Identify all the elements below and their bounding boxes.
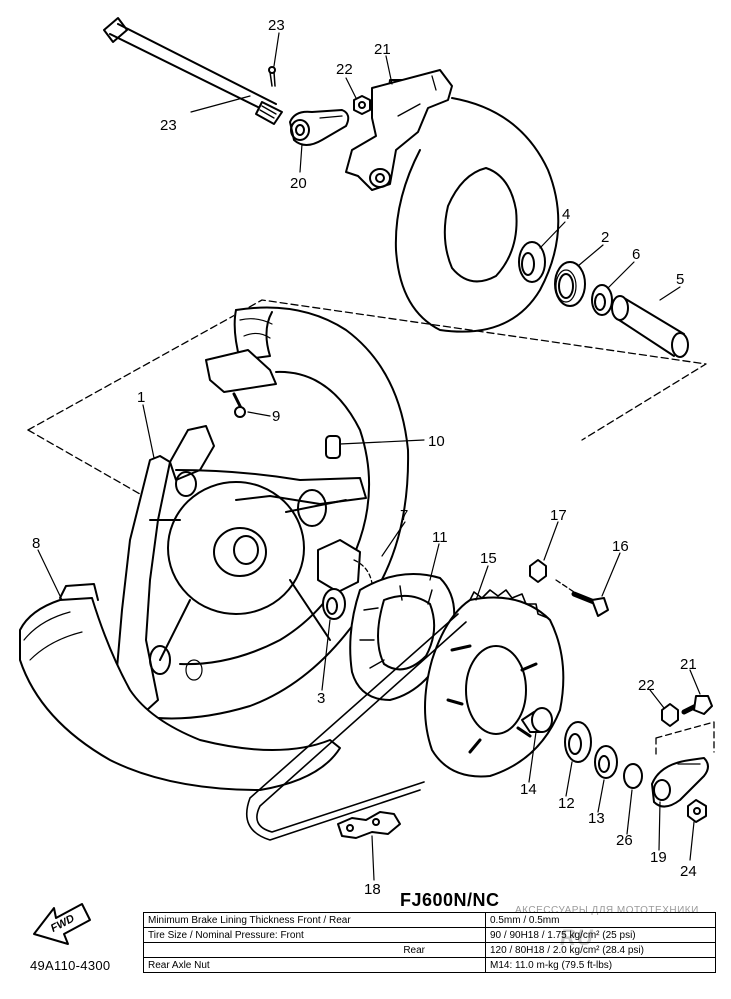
axle-nut	[687, 799, 707, 823]
callout-15: 15	[480, 550, 497, 567]
spec-row: Minimum Brake Lining Thickness Front / R…	[143, 912, 716, 928]
callout-1: 1	[137, 389, 145, 406]
callout-12: 12	[558, 795, 575, 812]
sprocket-nut	[529, 559, 547, 583]
callout-11: 11	[432, 529, 448, 546]
callout-24: 24	[680, 863, 697, 880]
spec-table: Minimum Brake Lining Thickness Front / R…	[143, 912, 716, 973]
bracket-outline-right	[655, 721, 715, 757]
bearing-2	[554, 261, 586, 307]
callout-21-right: 21	[680, 656, 697, 673]
spec-label: Rear	[143, 942, 486, 958]
part-number: 49A110-4300	[30, 958, 111, 973]
callout-19: 19	[650, 849, 667, 866]
callout-4: 4	[562, 206, 570, 223]
rear-axle	[103, 17, 283, 125]
bearing-4	[518, 241, 546, 283]
callout-13: 13	[588, 810, 605, 827]
bearing-12	[564, 721, 592, 763]
callout-16: 16	[612, 538, 629, 555]
model-name: FJ600N/NC	[400, 890, 500, 910]
callout-23-number: 23	[160, 117, 177, 134]
adjust-nut-top	[353, 95, 371, 115]
spec-row: Rear Axle Nut M14: 11.0 m-kg (79.5 ft-lb…	[143, 957, 716, 973]
callout-2: 2	[601, 229, 609, 246]
bearing-3	[322, 588, 346, 620]
spec-value: 120 / 80H18 / 2.0 kg/cm² (28.4 psi)	[485, 942, 716, 958]
watermark-text: АКСЕССУАРЫ ДЛЯ МОТОТЕХНИКИ	[515, 905, 699, 916]
adjust-bolt-right	[681, 695, 713, 715]
collar-14	[521, 707, 553, 733]
cotter-pin	[268, 66, 276, 87]
spec-value: 90 / 90H18 / 1.75 kg/cm² (25 psi)	[485, 927, 716, 943]
clutch-hub	[349, 573, 456, 701]
collar-5	[611, 295, 689, 358]
callout-20: 20	[290, 175, 307, 192]
adjust-nut-right	[661, 703, 679, 727]
spacer-6	[591, 284, 613, 316]
callout-14: 14	[520, 781, 537, 798]
brake-disc	[394, 97, 560, 333]
valve-stem	[232, 392, 246, 418]
callout-22-right: 22	[638, 677, 655, 694]
callout-18: 18	[364, 881, 381, 898]
tire-section	[19, 583, 341, 791]
callout-8: 8	[32, 535, 40, 552]
spec-label: Minimum Brake Lining Thickness Front / R…	[143, 912, 486, 928]
spec-row: Tire Size / Nominal Pressure: Front 90 /…	[143, 927, 716, 943]
callout-6: 6	[632, 246, 640, 263]
callout-26: 26	[616, 832, 633, 849]
seal-13	[594, 745, 618, 779]
drive-chain	[245, 613, 467, 841]
chain-puller-left	[289, 109, 350, 146]
callout-3: 3	[317, 690, 325, 707]
spec-label: Rear Axle Nut	[143, 957, 486, 973]
callout-21-top: 21	[374, 41, 391, 58]
callout-25: 23	[268, 17, 285, 34]
assembly-outline-upper	[27, 299, 707, 495]
callout-10: 10	[428, 433, 445, 450]
sprocket-bolt	[555, 579, 609, 617]
chain-puller-right	[651, 757, 709, 808]
wheel-hub	[115, 425, 367, 721]
callout-22-top: 22	[336, 61, 353, 78]
leader-lines	[37, 32, 701, 881]
callout-5: 5	[676, 271, 684, 288]
forward-arrow: FWD	[33, 903, 91, 945]
callout-7: 7	[400, 507, 408, 524]
callout-labels: 23 22 21 20 4 2 6 5 9 10 1 7 8 11 15 17 …	[32, 17, 697, 898]
spec-label: Tire Size / Nominal Pressure: Front	[143, 927, 486, 943]
caliper-bracket	[345, 69, 453, 191]
spec-value: M14: 11.0 m-kg (79.5 ft-lbs)	[485, 957, 716, 973]
balance-weight	[325, 435, 341, 459]
spec-row: Rear 120 / 80H18 / 2.0 kg/cm² (28.4 psi)	[143, 942, 716, 958]
callout-9: 9	[272, 408, 280, 425]
spacer-26	[623, 763, 643, 789]
spec-value: 0.5mm / 0.5mm	[485, 912, 716, 928]
callout-17: 17	[550, 507, 567, 524]
